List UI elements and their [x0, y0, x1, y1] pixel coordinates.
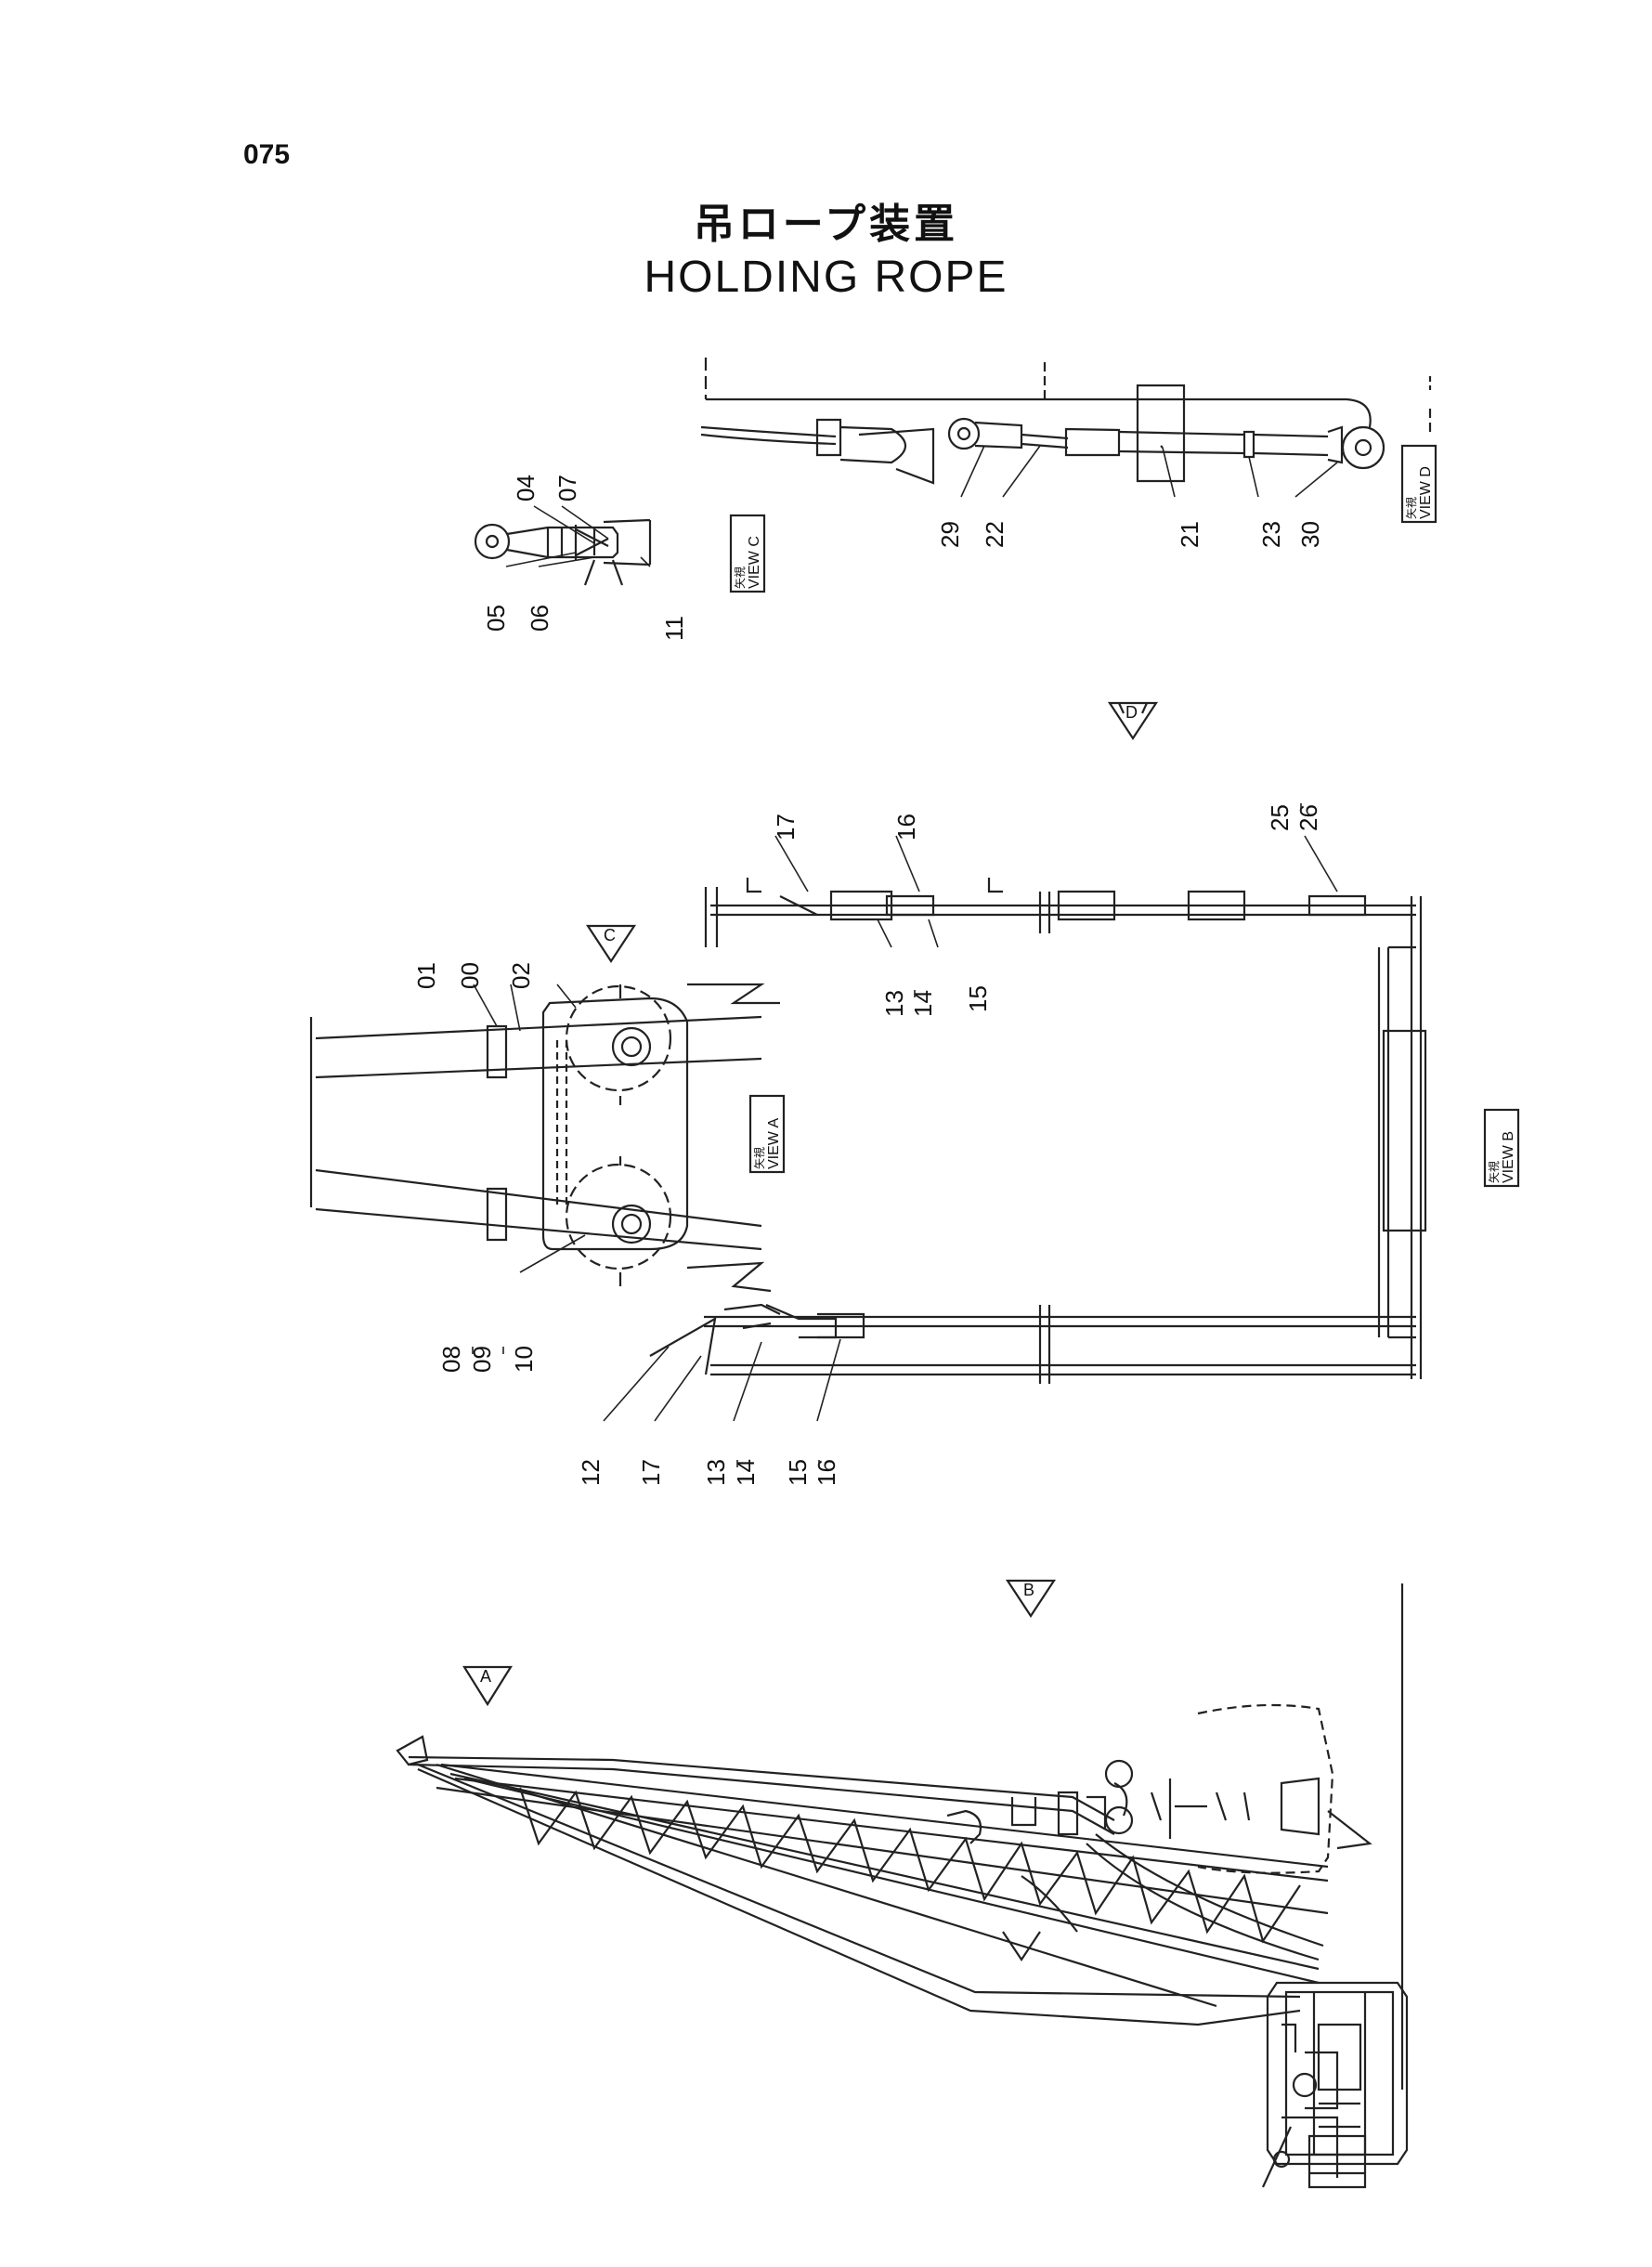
view-d-marker-letter: D: [1125, 703, 1138, 722]
callout-02: 02: [507, 962, 535, 989]
callout-16-lower: 16: [813, 1459, 840, 1486]
title-japanese: 吊ロープ装置: [693, 201, 959, 248]
callout-16-upper: 16: [892, 814, 920, 840]
callout-25: 25: [1266, 804, 1294, 831]
view-a-kanji: 矢視: [752, 1147, 766, 1169]
view-d-arrow: [1107, 701, 1159, 741]
view-d-kanji: 矢視: [1404, 497, 1418, 519]
view-b-label: 矢視 VIEW B: [1487, 1131, 1516, 1183]
callout-22: 22: [981, 521, 1008, 548]
page-number: 075: [243, 139, 291, 170]
callout-21: 21: [1176, 521, 1203, 548]
callout-07: 07: [553, 475, 581, 502]
callout-15-upper: 15: [964, 985, 992, 1012]
callouts-view-a: 01 00 02 08 09 10: [412, 962, 538, 1373]
callout-11: 11: [660, 616, 688, 641]
view-d-rope-assembly: [700, 358, 1432, 485]
view-d-text: VIEW D: [1418, 466, 1434, 519]
leader-lines: [473, 445, 1338, 1422]
callout-29: 29: [936, 521, 964, 548]
callout-17-upper: 17: [772, 814, 800, 840]
view-markers: [462, 701, 1159, 1707]
title-english: HOLDING ROPE: [644, 253, 1008, 302]
view-d-label: 矢視 VIEW D: [1404, 466, 1434, 519]
view-label-boxes: [729, 444, 1520, 1188]
view-c-label: 矢視 VIEW C: [733, 536, 762, 589]
callout-23: 23: [1257, 521, 1285, 548]
view-b-marker-letter: B: [1023, 1581, 1034, 1599]
callout-13-lower: 13: [702, 1459, 730, 1486]
view-b-arrow: [1005, 1579, 1057, 1619]
view-b-text: VIEW B: [1501, 1131, 1516, 1183]
callout-14-upper: 14: [909, 990, 937, 1017]
callout-13-upper: 13: [880, 990, 908, 1017]
callout-26: 26: [1294, 804, 1322, 831]
callouts-view-d: 29 22 21 23 30: [936, 521, 1324, 548]
callout-separators: [472, 803, 1302, 1467]
view-a-sheave: [309, 983, 780, 1293]
view-c-marker-letter: C: [604, 926, 616, 945]
callout-04: 04: [512, 475, 540, 502]
view-c-text: VIEW C: [747, 536, 762, 589]
callout-10: 10: [510, 1346, 538, 1373]
title-block: 吊ロープ装置 HOLDING ROPE: [0, 190, 1652, 303]
callouts-view-b-lower: 12 17 13 14 15 16: [577, 1459, 840, 1486]
callouts-view-c: 04 07 05 06 11: [482, 475, 688, 641]
callout-17-lower: 17: [637, 1459, 665, 1486]
view-a-label: 矢視 VIEW A: [752, 1118, 782, 1169]
callout-30: 30: [1296, 521, 1324, 548]
callout-15-lower: 15: [784, 1459, 812, 1486]
callout-12: 12: [577, 1459, 605, 1486]
callout-08: 08: [437, 1346, 465, 1373]
callout-05: 05: [482, 605, 510, 632]
crane-overview: [396, 1583, 1409, 2189]
callout-01: 01: [412, 962, 440, 989]
view-c-detail: [474, 518, 652, 586]
view-b-kanji: 矢視: [1487, 1161, 1501, 1183]
view-b-frame: [649, 878, 1427, 1384]
view-c-kanji: 矢視: [733, 567, 747, 589]
callout-14-lower: 14: [732, 1459, 760, 1486]
callout-00: 00: [456, 962, 484, 989]
view-a-text: VIEW A: [766, 1118, 782, 1169]
callouts-view-b-upper: 17 16 25 26 13 14 15: [772, 804, 1322, 1017]
view-c-arrow: [585, 924, 637, 964]
view-a-arrow: [462, 1665, 513, 1707]
view-a-marker-letter: A: [480, 1667, 491, 1686]
callout-06: 06: [526, 605, 553, 632]
